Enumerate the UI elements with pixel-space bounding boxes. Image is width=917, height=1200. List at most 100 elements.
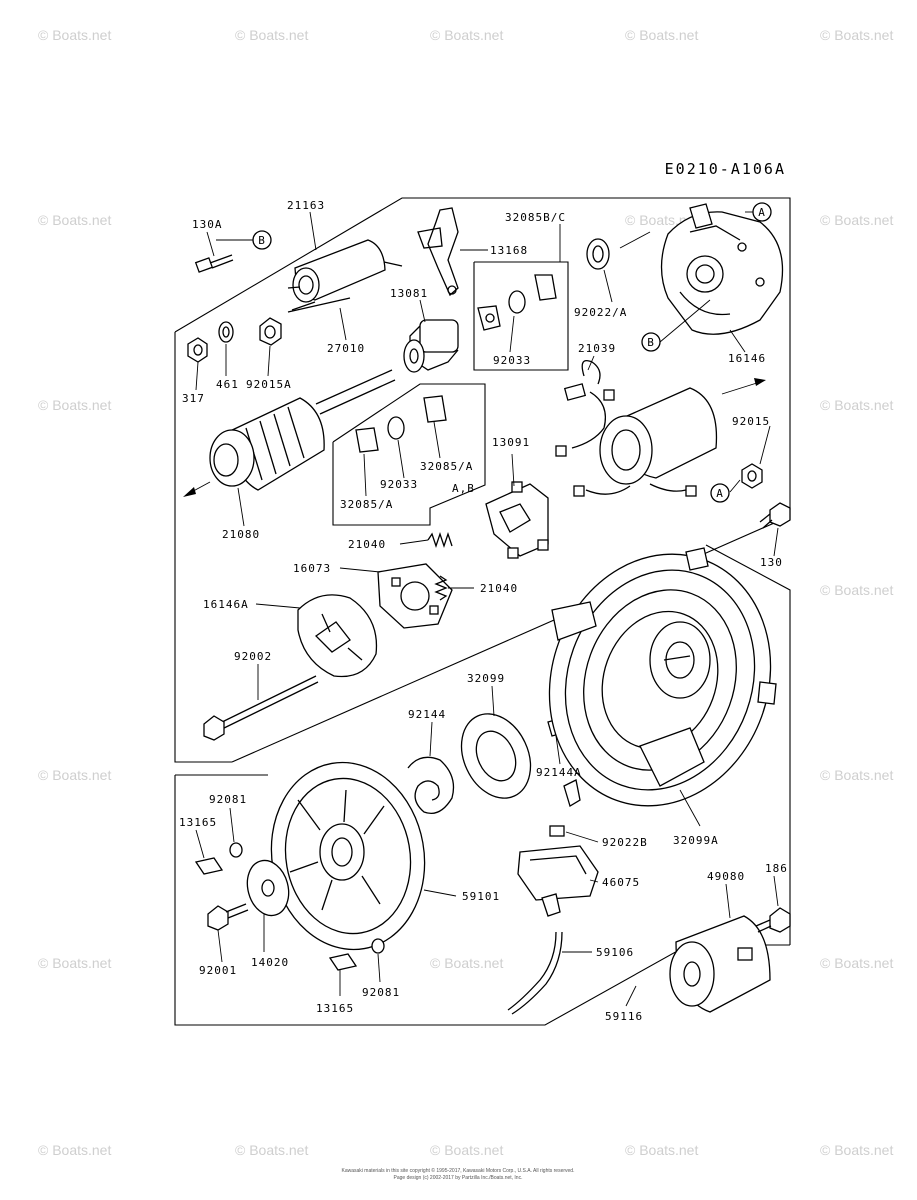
callout-92033-a: 92033 — [493, 354, 531, 367]
callout-21040-b: 21040 — [480, 582, 518, 595]
part-plate-14020 — [246, 859, 290, 917]
part-ratchet-32099 — [460, 713, 532, 799]
watermark: © Boats.net — [38, 767, 111, 783]
callout-92015A: 92015A — [246, 378, 292, 391]
callout-21163: 21163 — [287, 199, 325, 212]
footer-copyright: Kawasaki materials in this site copyrigh… — [342, 1167, 575, 1174]
callout-13165-b: 13165 — [316, 1002, 354, 1015]
callout-92081-b: 92081 — [362, 986, 400, 999]
watermark: © Boats.net — [820, 955, 893, 971]
part-throughbolt-92002 — [203, 675, 319, 741]
callout-16146: 16146 — [728, 352, 766, 365]
watermark: © Boats.net — [820, 582, 893, 598]
leader-lines — [195, 211, 779, 1007]
callout-21040-a: 21040 — [348, 538, 386, 551]
watermark: © Boats.net — [38, 1142, 111, 1158]
ref-circle-a-top — [752, 202, 772, 222]
callout-59101: 59101 — [462, 890, 500, 903]
callout-92144: 92144 — [408, 708, 446, 721]
callout-13091: 13091 — [492, 436, 530, 449]
callout-16146A: 16146A — [203, 598, 249, 611]
part-pin-92081-a — [229, 842, 243, 858]
part-armature-21080 — [183, 369, 396, 497]
ref-letter-b-top: B — [258, 234, 266, 247]
watermark: © Boats.net — [235, 27, 308, 43]
callout-92015: 92015 — [732, 415, 770, 428]
callout-21039: 21039 — [578, 342, 616, 355]
part-endcover-16146A — [297, 594, 378, 678]
part-pin-92081-b — [371, 938, 385, 954]
part-washer-461 — [218, 321, 234, 343]
callout-49080: 49080 — [707, 870, 745, 883]
watermark: © Boats.net — [625, 1142, 698, 1158]
callout-461: 461 — [216, 378, 239, 391]
ref-circle-b-mid — [641, 332, 661, 352]
callout-130: 130 — [760, 556, 783, 569]
part-endcover-16146 — [660, 203, 784, 335]
watermark: © Boats.net — [430, 1142, 503, 1158]
watermark: © Boats.net — [625, 27, 698, 43]
callout-27010: 27010 — [327, 342, 365, 355]
watermark-layer: © Boats.net © Boats.net © Boats.net © Bo… — [38, 27, 893, 1158]
callout-92001: 92001 — [199, 964, 237, 977]
callout-21080: 21080 — [222, 528, 260, 541]
part-brushplate-16073 — [377, 563, 453, 629]
part-yoke-21039 — [555, 359, 766, 497]
part-spring-21040-a — [427, 531, 453, 549]
callout-92002: 92002 — [234, 650, 272, 663]
ref-circle-b-top — [252, 230, 272, 250]
starter-frame — [174, 197, 791, 510]
part-pawl-13165-b — [328, 953, 358, 971]
callout-92022B: 92022B — [602, 836, 648, 849]
callout-59116: 59116 — [605, 1010, 643, 1023]
part-bolt-92001 — [207, 903, 249, 931]
callout-13165-a: 13165 — [179, 816, 217, 829]
part-bolt-130 — [759, 502, 791, 529]
callout-32085BC: 32085B/C — [505, 211, 566, 224]
ref-letter-a-mid: A — [716, 487, 724, 500]
watermark: © Boats.net — [820, 1142, 893, 1158]
watermark: © Boats.net — [820, 397, 893, 413]
part-guide-92022B — [549, 779, 581, 837]
part-pulley-59101 — [270, 761, 426, 951]
ref-letter-b-mid: B — [647, 336, 655, 349]
watermark: © Boats.net — [38, 212, 111, 228]
part-fan-cover-32099A — [548, 547, 777, 807]
footer-design-credit: Page design (c) 2002-2017 by Partzilla I… — [394, 1175, 523, 1181]
part-pawl-13165-a — [194, 857, 224, 875]
callout-46075: 46075 — [602, 876, 640, 889]
part-rope-59106 — [507, 931, 563, 1015]
callout-186: 186 — [765, 862, 788, 875]
part-solenoid-body-27010 — [287, 297, 351, 313]
callout-59106: 59106 — [596, 946, 634, 959]
callout-14020: 14020 — [251, 956, 289, 969]
part-spring-92144 — [407, 756, 455, 815]
reference-markers: B A B A — [252, 202, 772, 503]
part-bolt-186 — [755, 907, 791, 933]
watermark: © Boats.net — [38, 27, 111, 43]
part-nut-92015A — [259, 317, 282, 346]
watermark: © Boats.net — [820, 27, 893, 43]
starter-frame-left — [174, 332, 232, 763]
callout-13168: 13168 — [490, 244, 528, 257]
part-cup-49080 — [669, 915, 771, 1013]
ref-letter-a-top: A — [758, 206, 766, 219]
watermark: © Boats.net — [38, 397, 111, 413]
part-kit-32085A-brushes — [355, 395, 447, 453]
diagram-code: E0210-A106A — [665, 160, 786, 178]
callout-32099A: 32099A — [673, 834, 719, 847]
part-solenoid-21163 — [287, 239, 403, 311]
callout-labels: 130 A 21163 13168 32085B/C 13081 27010 92… — [179, 199, 788, 1023]
callout-13081: 13081 — [390, 287, 428, 300]
part-nut-317 — [187, 337, 208, 363]
watermark: © Boats.net — [235, 1142, 308, 1158]
callout-32085A-b: 32085/A — [340, 498, 393, 511]
part-spring-21040-b — [434, 575, 448, 601]
callout-92081-a: 92081 — [209, 793, 247, 806]
callout-32085A-a: 32085/A — [420, 460, 473, 473]
part-brushholder-13091 — [485, 481, 549, 559]
watermark: © Boats.net — [430, 955, 503, 971]
callout-92144A: 92144A — [536, 766, 582, 779]
callout-92022A: 92022/A — [574, 306, 627, 319]
